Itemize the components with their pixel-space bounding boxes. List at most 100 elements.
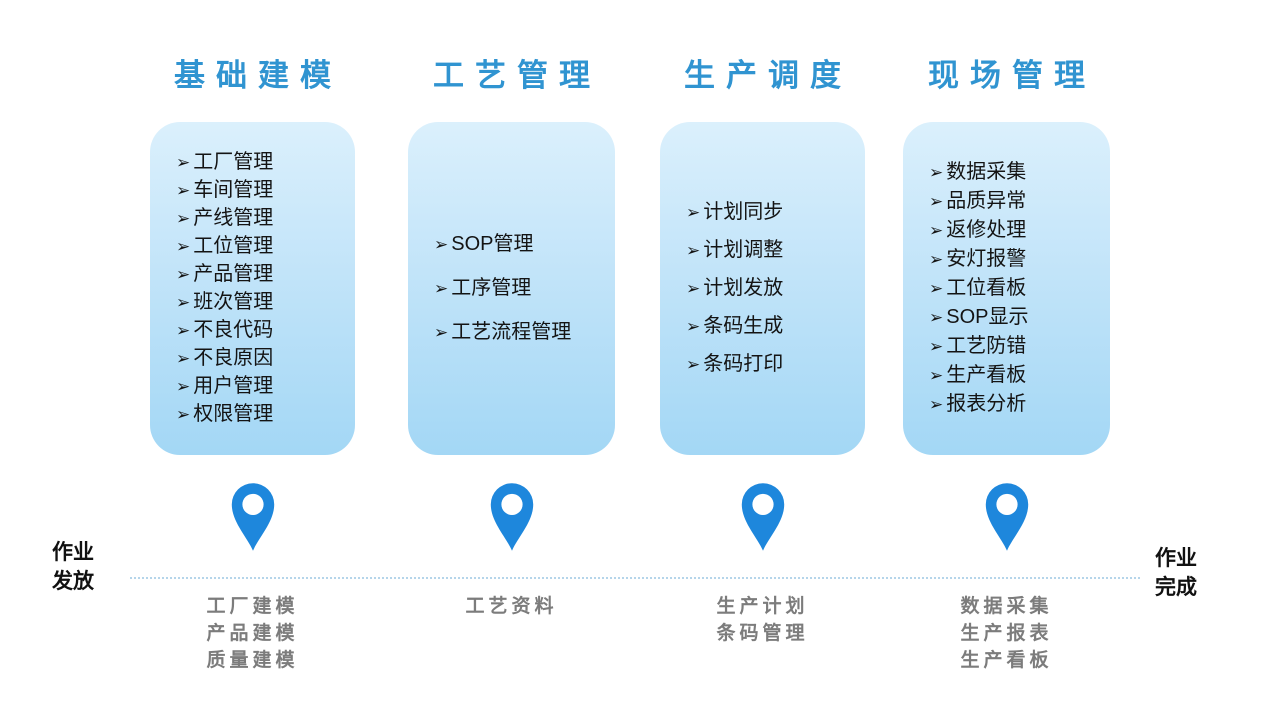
- module-item-label: 条码打印: [703, 353, 784, 375]
- module-item: ➢ 工艺防错: [929, 333, 1102, 360]
- arrow-bullet-icon: ➢: [176, 405, 191, 424]
- module-box: ➢ 计划同步 ➢ 计划调整 ➢ 计划发放 ➢ 条码生成 ➢ 条码打印: [660, 122, 865, 455]
- module-item-label: SOP管理: [451, 233, 534, 255]
- module-item: ➢ SOP显示: [929, 304, 1102, 331]
- module-item-label: 班次管理: [193, 291, 274, 313]
- arrow-bullet-icon: ➢: [686, 317, 701, 336]
- module-item: ➢ 返修处理: [929, 217, 1102, 244]
- output-label: 生产计划: [716, 596, 809, 617]
- module-box: ➢ 数据采集 ➢ 品质异常 ➢ 返修处理 ➢ 安灯报警 ➢ 工位看板 ➢ SOP…: [903, 122, 1110, 455]
- map-pin-icon: [980, 478, 1034, 554]
- output-label: 工厂建模: [206, 596, 299, 617]
- arrow-bullet-icon: ➢: [929, 279, 944, 298]
- arrow-bullet-icon: ➢: [176, 265, 191, 284]
- module-item-label: 产线管理: [193, 207, 274, 229]
- arrow-bullet-icon: ➢: [434, 279, 449, 298]
- arrow-bullet-icon: ➢: [929, 395, 944, 414]
- module-item: ➢ 工位看板: [929, 275, 1102, 302]
- arrow-bullet-icon: ➢: [929, 308, 944, 327]
- column-title: 现场管理: [928, 58, 1096, 93]
- output-label: 产品建模: [206, 623, 299, 644]
- arrow-bullet-icon: ➢: [176, 349, 191, 368]
- output-label: 条码管理: [716, 623, 809, 644]
- module-box: ➢ 工厂管理 ➢ 车间管理 ➢ 产线管理 ➢ 工位管理 ➢ 产品管理 ➢ 班次管…: [150, 122, 355, 455]
- module-item-label: 工厂管理: [193, 151, 274, 173]
- column-title: 生产调度: [684, 58, 852, 93]
- module-item: ➢ 生产看板: [929, 362, 1102, 389]
- arrow-bullet-icon: ➢: [929, 366, 944, 385]
- module-item-label: 计划发放: [703, 277, 784, 299]
- arrow-bullet-icon: ➢: [434, 235, 449, 254]
- module-item: ➢ 权限管理: [176, 401, 347, 428]
- module-item: ➢ 产品管理: [176, 261, 347, 288]
- arrow-bullet-icon: ➢: [176, 237, 191, 256]
- map-pin-icon: [226, 478, 280, 554]
- module-item: ➢ 计划发放: [686, 275, 857, 302]
- module-item-label: 产品管理: [193, 263, 274, 285]
- column-title: 工艺管理: [433, 58, 601, 93]
- module-item-label: SOP显示: [946, 306, 1029, 328]
- column-shopfloor-management: 现场管理 ➢ 数据采集 ➢ 品质异常 ➢ 返修处理 ➢ 安灯报警 ➢ 工位看板: [903, 55, 1110, 674]
- module-item-label: 计划调整: [703, 239, 784, 261]
- output-label: 工艺资料: [465, 596, 558, 617]
- module-item-label: 工艺流程管理: [451, 321, 572, 343]
- arrow-bullet-icon: ➢: [929, 337, 944, 356]
- module-box: ➢ SOP管理 ➢ 工序管理 ➢ 工艺流程管理: [408, 122, 615, 455]
- module-item-label: 品质异常: [946, 190, 1027, 212]
- module-item-label: 返修处理: [946, 219, 1027, 241]
- module-item-label: 车间管理: [193, 179, 274, 201]
- module-item: ➢ 计划同步: [686, 199, 857, 226]
- arrow-bullet-icon: ➢: [176, 293, 191, 312]
- module-item-label: 用户管理: [193, 375, 274, 397]
- output-label: 生产报表: [960, 623, 1053, 644]
- module-item-label: 工位管理: [193, 235, 274, 257]
- arrow-bullet-icon: ➢: [176, 181, 191, 200]
- module-item: ➢ 条码生成: [686, 313, 857, 340]
- module-item: ➢ SOP管理: [434, 231, 607, 258]
- module-item: ➢ 产线管理: [176, 205, 347, 232]
- output-label: 数据采集: [960, 596, 1053, 617]
- arrow-bullet-icon: ➢: [176, 377, 191, 396]
- module-item: ➢ 品质异常: [929, 188, 1102, 215]
- arrow-bullet-icon: ➢: [686, 355, 701, 374]
- column-production-scheduling: 生产调度 ➢ 计划同步 ➢ 计划调整 ➢ 计划发放 ➢ 条码生成 ➢ 条码打印: [660, 55, 865, 647]
- module-item: ➢ 条码打印: [686, 351, 857, 378]
- output-group: 数据采集生产报表生产看板: [960, 593, 1052, 674]
- arrow-bullet-icon: ➢: [686, 279, 701, 298]
- module-item: ➢ 不良代码: [176, 317, 347, 344]
- arrow-bullet-icon: ➢: [686, 241, 701, 260]
- module-item: ➢ 报表分析: [929, 391, 1102, 418]
- module-item: ➢ 工厂管理: [176, 149, 347, 176]
- output-group: 工厂建模产品建模质量建模: [206, 593, 298, 674]
- module-item-label: 不良代码: [193, 319, 274, 341]
- module-item: ➢ 工序管理: [434, 275, 607, 302]
- arrow-bullet-icon: ➢: [434, 323, 449, 342]
- module-item: ➢ 数据采集: [929, 159, 1102, 186]
- module-item-label: 条码生成: [703, 315, 784, 337]
- module-item-label: 计划同步: [703, 201, 784, 223]
- module-item-label: 工序管理: [451, 277, 532, 299]
- arrow-bullet-icon: ➢: [929, 163, 944, 182]
- module-item-label: 数据采集: [946, 161, 1027, 183]
- module-item: ➢ 工位管理: [176, 233, 347, 260]
- output-group: 工艺资料: [465, 593, 557, 620]
- arrow-bullet-icon: ➢: [929, 221, 944, 240]
- output-group: 生产计划条码管理: [716, 593, 808, 647]
- timeline-dotted-line: [130, 577, 1140, 579]
- module-item: ➢ 班次管理: [176, 289, 347, 316]
- output-label: 生产看板: [960, 650, 1053, 671]
- column-title: 基础建模: [174, 58, 342, 93]
- arrow-bullet-icon: ➢: [686, 203, 701, 222]
- module-item: ➢ 工艺流程管理: [434, 319, 607, 346]
- module-item: ➢ 计划调整: [686, 237, 857, 264]
- arrow-bullet-icon: ➢: [176, 153, 191, 172]
- module-item-label: 工艺防错: [946, 335, 1027, 357]
- column-basic-modeling: 基础建模 ➢ 工厂管理 ➢ 车间管理 ➢ 产线管理 ➢ 工位管理 ➢ 产品管理: [150, 55, 355, 674]
- arrow-bullet-icon: ➢: [176, 321, 191, 340]
- module-item-label: 工位看板: [946, 277, 1027, 299]
- module-item-label: 生产看板: [946, 364, 1027, 386]
- map-pin-icon: [736, 478, 790, 554]
- module-item-label: 报表分析: [946, 393, 1027, 415]
- module-item-label: 不良原因: [193, 347, 274, 369]
